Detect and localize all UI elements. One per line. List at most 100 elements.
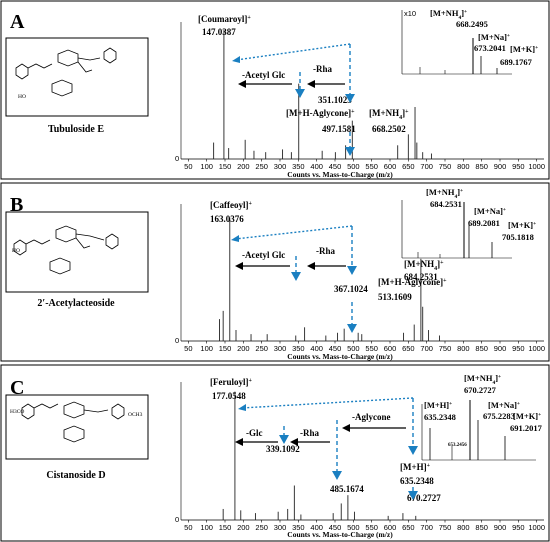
compound-name-b: 2′-Acetylacteoside <box>37 298 115 309</box>
arrowhead-aglycone-c <box>342 424 350 432</box>
x-tick-label: 950 <box>512 344 525 353</box>
structure-box-b <box>5 211 149 293</box>
arrow-label-rha-a: -Rha <box>313 64 333 74</box>
label-caffeoyl: [Caffeoyl]+ <box>210 200 252 210</box>
y-zero-b: 0 <box>175 336 179 345</box>
x-tick-label: 200 <box>237 523 250 532</box>
label-339: 339.1092 <box>266 444 300 454</box>
panel-b-frame <box>0 182 550 362</box>
inset-a <box>401 10 512 75</box>
x-tick-label: 650 <box>402 162 415 171</box>
label-635-c: 635.2348 <box>400 476 434 486</box>
x-tick-label: 850 <box>475 162 488 171</box>
dashed-arrowhead-b3 <box>291 272 301 281</box>
x-tick-label: 50 <box>184 344 192 353</box>
x-tick-label: 550 <box>365 162 378 171</box>
panel-c-frame <box>0 364 550 542</box>
label-177: 177.0548 <box>212 391 246 401</box>
compound-name-a: Tubuloside E <box>48 124 104 135</box>
x-tick-label: 750 <box>439 162 452 171</box>
label-feruloyl: [Feruloyl]+ <box>210 377 253 387</box>
compound-name-c: Cistanoside D <box>46 470 105 481</box>
x-tick-label: 900 <box>494 523 507 532</box>
dashed-arrowhead-c2 <box>408 491 418 500</box>
arrowhead-rha-b <box>307 262 315 270</box>
label-670-c: 670.2727 <box>407 493 441 503</box>
x-tick-label: 700 <box>420 523 433 532</box>
x-tick-label: 600 <box>384 523 397 532</box>
x-tick-label: 500 <box>347 523 360 532</box>
x-axis-label-b: Counts vs. Mass-to-Charge (m/z) <box>287 352 393 361</box>
x-tick-label: 800 <box>457 344 470 353</box>
x-tick-label: 200 <box>237 162 250 171</box>
label-nh4-b: [M+NH4]+ <box>404 259 444 272</box>
x-tick-label: 150 <box>219 162 232 171</box>
x-tick-label: 700 <box>420 162 433 171</box>
x-tick-label: 500 <box>347 344 360 353</box>
structure-c-h3co-label: H3CO <box>10 409 24 415</box>
arrows-b <box>231 225 357 333</box>
x-tick-label: 150 <box>219 523 232 532</box>
structure-c-och3-label: OCH3 <box>128 412 143 418</box>
panel-b-letter: B <box>10 194 23 216</box>
arrow-label-rha-b: -Rha <box>316 246 336 256</box>
dashed-arrowhead-b1 <box>347 266 357 275</box>
x-tick-label: 350 <box>292 162 305 171</box>
x-tick-label: 450 <box>329 162 342 171</box>
x-tick-label: 100 <box>200 344 213 353</box>
x-tick-label: 400 <box>310 162 323 171</box>
inset-k-a: [M+K]+ <box>510 44 538 54</box>
inset-689-b: 689.2081 <box>468 218 500 228</box>
arrow-label-rha-c: -Rha <box>300 428 320 438</box>
x-tick-label: 550 <box>365 344 378 353</box>
inset-nh4-a: [M+NH4]+ <box>430 8 467 21</box>
x-tick-label: 1000 <box>528 344 545 353</box>
x-tick-label: 450 <box>329 344 342 353</box>
structure-b-molecule <box>13 225 119 275</box>
label-mh-c: [M+H]+ <box>400 462 431 472</box>
label-668-a: 668.2502 <box>372 124 406 134</box>
dashed-arrowhead-a2 <box>345 147 355 156</box>
x-tick-label: 950 <box>512 523 525 532</box>
inset-670-c: 670.2727 <box>464 385 497 395</box>
inset-635-c: 635.2348 <box>424 412 456 422</box>
x-tick-label: 900 <box>494 162 507 171</box>
arrow-label-glc-c: -Glc <box>246 428 263 438</box>
x-tick-label: 700 <box>420 344 433 353</box>
structure-a-ho-label: HO <box>18 94 26 100</box>
x-tick-label: 450 <box>329 523 342 532</box>
x-tick-label: 250 <box>255 162 268 171</box>
inset-691-c: 691.2017 <box>510 423 543 433</box>
x-tick-label: 600 <box>384 162 397 171</box>
x-tick-label: 950 <box>512 162 525 171</box>
structure-c-molecule <box>21 401 125 443</box>
x-axis-label-c: Counts vs. Mass-to-Charge (m/z) <box>287 530 393 539</box>
arrow-label-acetyl-b: -Acetyl Glc <box>242 250 285 260</box>
inset-na-c: [M+Na]+ <box>488 400 520 410</box>
dashed-arrowhead-a1 <box>345 94 355 103</box>
x-tick-label: 100 <box>200 523 213 532</box>
x-tick-label: 800 <box>457 162 470 171</box>
inset-nh4-b: [M+NH4]+ <box>426 187 463 200</box>
label-497: 497.1581 <box>322 124 356 134</box>
inset-mh-c: [M+H]+ <box>424 400 452 410</box>
dotted-arrow-c <box>241 397 414 409</box>
panel-c-letter: C <box>10 377 24 399</box>
x-tick-label: 600 <box>384 344 397 353</box>
inset-673-a: 673.2041 <box>474 43 506 53</box>
x-tick-label: 250 <box>255 523 268 532</box>
dashed-arrowhead-c4 <box>279 435 289 444</box>
label-147: 147.0387 <box>202 27 236 37</box>
dashed-arrowhead-c3 <box>332 471 342 480</box>
panel-a-frame <box>0 0 550 180</box>
label-nh4-a: [M+NH4]+ <box>369 108 409 121</box>
inset-k-c: [M+K]+ <box>513 411 541 421</box>
arrows-a <box>232 43 355 156</box>
inset-na-a: [M+Na]+ <box>478 32 510 42</box>
label-351: 351.1023 <box>318 95 352 105</box>
x-tick-label: 850 <box>475 344 488 353</box>
x-tick-label: 750 <box>439 523 452 532</box>
dotted-arrow-a <box>235 43 351 61</box>
